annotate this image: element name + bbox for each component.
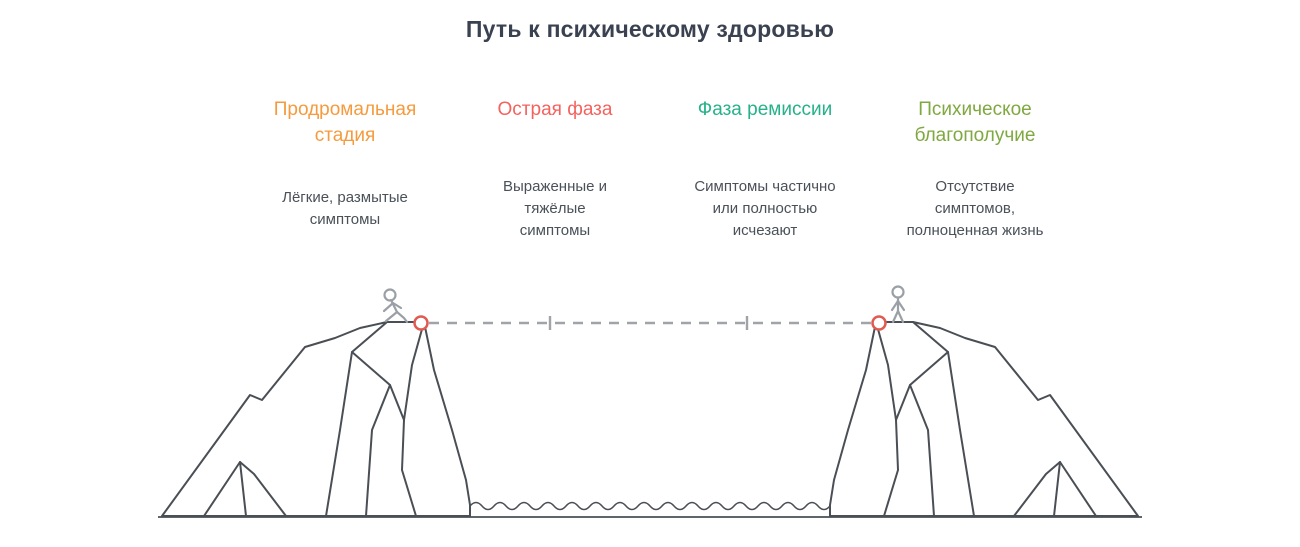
stage-description-wrap: Отсутствие симптомов, полноценная жизнь: [870, 167, 1080, 251]
stage-column-acute: Острая фаза Выраженные и тяжёлые симптом…: [450, 97, 660, 251]
standing-figure: [890, 285, 906, 324]
stage-description-wrap: Лёгкие, размытые симптомы: [240, 167, 450, 251]
figure-head: [383, 288, 397, 302]
left-cliff: [161, 321, 471, 517]
stage-label: Продромальная стадия: [273, 99, 417, 146]
stage-description: Отсутствие симптомов, полноценная жизнь: [906, 178, 1044, 239]
page-title: Путь к психическому здоровью: [465, 16, 835, 42]
stage-column-prodromal: Продромальная стадия Лёгкие, размытые си…: [240, 97, 450, 251]
stage-label: Психическое благополучие: [914, 99, 1036, 146]
right-cliff: [829, 321, 1139, 517]
right-anchor-point: [871, 315, 887, 331]
walking-figure: [382, 288, 409, 324]
figure-head: [891, 285, 905, 299]
left-anchor-point: [413, 315, 429, 331]
stage-label: Острая фаза: [497, 99, 613, 120]
water-waves: [469, 501, 831, 511]
cliffs-illustration: [158, 285, 1142, 518]
stage-description-wrap: Симптомы частично или полностью исчезают: [660, 167, 870, 251]
stage-description: Лёгкие, размытые симптомы: [282, 189, 408, 228]
stage-description-wrap: Выраженные и тяжёлые симптомы: [450, 167, 660, 251]
stage-column-remission: Фаза ремиссии Симптомы частично или полн…: [660, 97, 870, 251]
stage-description: Симптомы частично или полностью исчезают: [694, 178, 836, 239]
stage-label: Фаза ремиссии: [697, 99, 833, 120]
stage-description: Выраженные и тяжёлые симптомы: [502, 178, 608, 239]
stage-columns: Продромальная стадия Лёгкие, размытые си…: [240, 97, 1080, 251]
stage-column-wellbeing: Психическое благополучие Отсутствие симп…: [870, 97, 1080, 251]
tightrope-dashed-line: [429, 316, 871, 330]
